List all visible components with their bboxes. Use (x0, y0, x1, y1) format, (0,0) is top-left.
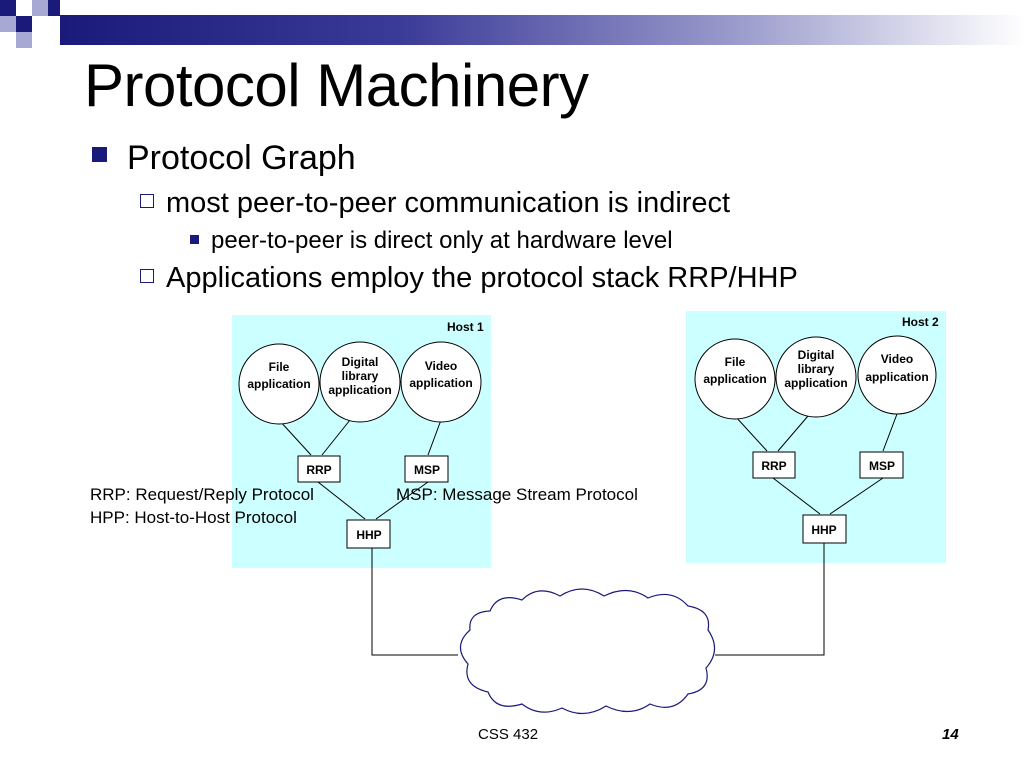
host1-network-link (371, 548, 458, 656)
node-text: HHP (811, 523, 836, 537)
node-text: Digital (342, 355, 379, 369)
node-text: Digital (798, 348, 835, 362)
bullet-text: peer-to-peer is direct only at hardware … (211, 227, 673, 254)
node-text: MSP (414, 463, 440, 477)
node-text: RRP (306, 463, 331, 477)
square-bullet-icon (92, 147, 107, 162)
host2-rrp-box (752, 451, 796, 479)
decor-square (48, 0, 60, 16)
bullet-level1: Protocol Graph (92, 138, 356, 178)
bullet-level3: peer-to-peer is direct only at hardware … (190, 226, 673, 256)
hollow-square-bullet-icon (140, 269, 154, 283)
node-text: library (798, 362, 835, 376)
host2-msp-box (859, 451, 904, 479)
decor-square (32, 0, 48, 16)
legend-rrp: RRP: Request/Reply Protocol (90, 485, 314, 504)
node-text: library (342, 369, 379, 383)
network-cloud-icon (459, 588, 716, 715)
host2-digital-library-node (775, 336, 857, 418)
edge-line (321, 419, 351, 456)
edge-line (278, 419, 312, 456)
host1-video-app-node (400, 341, 482, 423)
decor-square (0, 16, 16, 32)
footer-page-number: 14 (942, 726, 959, 743)
node-text: application (328, 383, 391, 397)
host2-file-app-node (694, 338, 776, 420)
node-text: File (725, 355, 746, 369)
hollow-square-bullet-icon (140, 194, 154, 208)
edge-line (882, 413, 898, 452)
slide-title: Protocol Machinery (84, 52, 589, 119)
host2-label: Host 2 (902, 315, 939, 329)
header-gradient-bar (60, 15, 1024, 45)
host2-network-link (715, 543, 825, 656)
node-text: HHP (356, 528, 381, 542)
node-text: Video (425, 359, 457, 373)
host1-rrp-box (297, 455, 341, 483)
bullet-text: Protocol Graph (127, 139, 356, 177)
node-text: application (784, 376, 847, 390)
host1-msp-box (404, 455, 449, 483)
bullet-level2: Applications employ the protocol stack R… (140, 261, 798, 295)
node-text: application (703, 372, 766, 386)
node-text: application (409, 376, 472, 390)
edge-line (772, 477, 821, 515)
node-text: application (247, 377, 310, 391)
edge-line (375, 481, 429, 520)
edge-line (317, 481, 366, 520)
edge-line (829, 477, 884, 515)
node-text: File (269, 360, 290, 374)
decor-square (0, 0, 16, 16)
footer-course-label: CSS 432 (478, 726, 539, 743)
bullet-level2: most peer-to-peer communication is indir… (140, 186, 730, 220)
host1-group: Host 1 File application Digital library … (232, 315, 491, 568)
decor-square (16, 0, 32, 16)
host2-group: Host 2 File application Digital library … (686, 311, 946, 563)
small-square-bullet-icon (190, 235, 199, 244)
slide-header-decoration (0, 0, 1024, 48)
node-text: RRP (761, 459, 786, 473)
host1-digital-library-node (319, 341, 401, 423)
node-text: application (865, 370, 928, 384)
decor-square (16, 16, 32, 32)
host1-hhp-box (346, 519, 391, 549)
decor-square (16, 32, 32, 48)
bullet-text: Applications employ the protocol stack R… (166, 262, 798, 294)
legend-hhp: HPP: Host-to-Host Protocol (90, 508, 297, 527)
node-text: MSP (869, 459, 895, 473)
host2-video-app-node (857, 335, 937, 415)
node-text: Video (881, 352, 913, 366)
edge-line (777, 415, 809, 452)
bullet-text: most peer-to-peer communication is indir… (166, 187, 731, 219)
host1-label: Host 1 (447, 320, 484, 334)
edge-line (427, 419, 442, 456)
host1-file-app-node (238, 343, 320, 425)
host2-hhp-box (802, 514, 847, 544)
decor-square (32, 16, 48, 32)
legend-msp: MSP: Message Stream Protocol (396, 485, 638, 504)
edge-line (734, 415, 768, 452)
